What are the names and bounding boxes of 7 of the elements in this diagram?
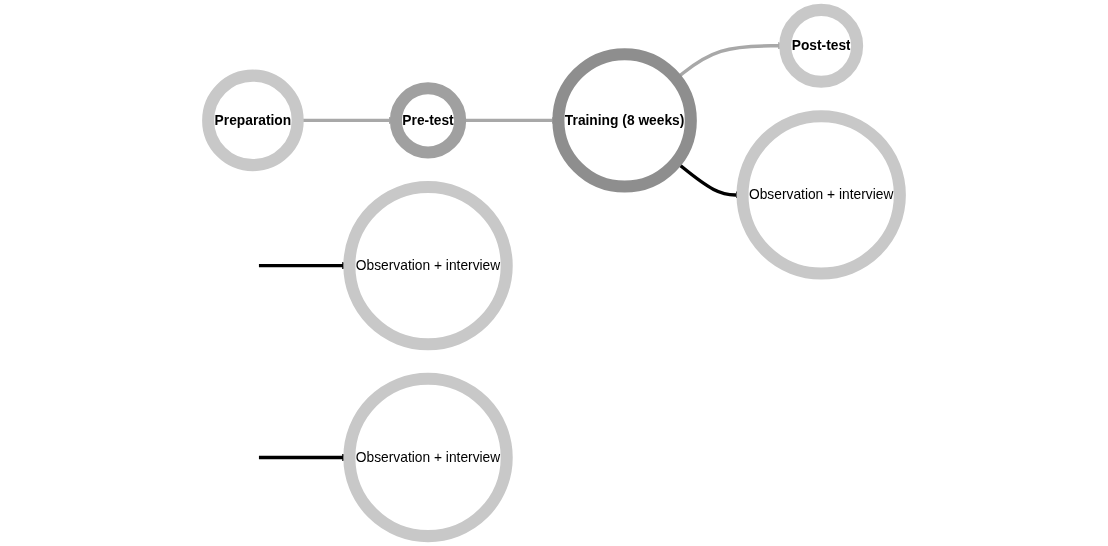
- node-circle: Post-test: [779, 3, 864, 88]
- node-circle: Preparation: [202, 69, 304, 172]
- node-circle: Pre-test: [389, 82, 467, 159]
- node-circle: Observation + interview: [736, 110, 906, 280]
- node-circle: Observation + interview: [343, 372, 513, 543]
- node-circle: Observation + interview: [343, 180, 513, 351]
- node-circle: Training (8 weeks): [552, 48, 697, 193]
